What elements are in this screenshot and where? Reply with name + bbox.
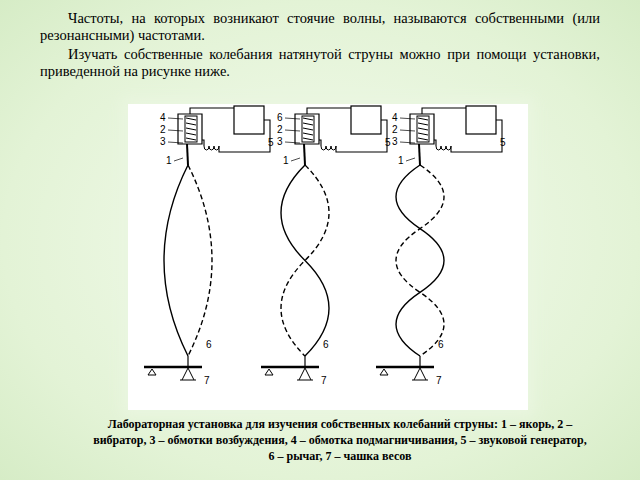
wire — [190, 108, 234, 114]
scale-pan — [180, 368, 196, 380]
lever — [261, 366, 319, 369]
coil-winding — [418, 133, 428, 135]
anchor — [304, 144, 305, 165]
figure-caption: Лабораторная установка для изучения собс… — [92, 416, 588, 464]
callout-number: 1 — [398, 156, 404, 166]
excitation-coil — [321, 146, 326, 150]
string-end — [304, 356, 305, 366]
coil-winding — [303, 138, 313, 140]
callout-number: 7 — [321, 376, 327, 386]
callout-number: 1 — [283, 156, 289, 166]
anchor — [187, 144, 188, 165]
wire — [202, 140, 204, 146]
leader-line — [168, 142, 183, 143]
leader-line — [400, 118, 415, 119]
wire — [307, 108, 351, 114]
callout-number: 7 — [436, 376, 442, 386]
excitation-coil — [446, 146, 451, 150]
string-end — [187, 356, 188, 366]
string-wave — [281, 165, 329, 356]
callout-number: 2 — [392, 125, 398, 135]
callout-number: 5 — [385, 138, 391, 148]
string-wave — [396, 165, 444, 356]
excitation-coil — [209, 146, 214, 150]
anchor — [419, 144, 420, 165]
coil-winding — [303, 133, 313, 135]
leader-line — [406, 158, 415, 161]
string-end — [419, 356, 420, 366]
wire — [451, 120, 502, 152]
magnet-frame — [295, 114, 319, 144]
scale-pan — [297, 368, 313, 380]
callout-number: 2 — [160, 125, 166, 135]
callout-number: 6 — [438, 340, 444, 350]
sound-generator — [351, 106, 381, 134]
callout-number: 1 — [166, 156, 172, 166]
fulcrum — [265, 369, 273, 375]
leader-line — [168, 130, 183, 131]
callout-number: 7 — [204, 376, 210, 386]
wire — [336, 120, 387, 152]
excitation-coil — [214, 146, 219, 150]
lever — [144, 366, 202, 369]
wire — [422, 108, 466, 114]
callout-number: 4 — [160, 113, 166, 123]
leader-line — [174, 158, 183, 161]
coil-winding — [303, 128, 313, 130]
excitation-coil — [436, 146, 441, 150]
magnet-core — [302, 116, 314, 142]
callout-number: 6 — [323, 340, 329, 350]
leader-line — [168, 118, 183, 119]
coil-winding — [186, 128, 196, 130]
sound-generator — [466, 106, 496, 134]
body-paragraph: Частоты, на которых возникают стоячие во… — [40, 10, 600, 44]
callout-number: 5 — [500, 138, 506, 148]
callout-number: 3 — [277, 137, 283, 147]
fulcrum — [380, 369, 388, 375]
body-paragraph: Изучать собственные колебания натянутой … — [40, 46, 600, 80]
string-wave — [164, 165, 188, 356]
scale-pan — [412, 368, 428, 380]
leader-line — [285, 118, 300, 119]
callout-number: 3 — [392, 137, 398, 147]
magnet-frame — [178, 114, 202, 144]
coil-winding — [418, 138, 428, 140]
leader-line — [291, 158, 300, 161]
string-wave — [396, 165, 444, 356]
leader-line — [400, 142, 415, 143]
callout-number: 5 — [268, 138, 274, 148]
coil-winding — [186, 118, 196, 120]
magnet-core — [417, 116, 429, 142]
leader-line — [400, 130, 415, 131]
coil-winding — [186, 133, 196, 135]
callout-number: 6 — [206, 340, 212, 350]
coil-winding — [303, 118, 313, 120]
fulcrum — [148, 369, 156, 375]
coil-winding — [418, 118, 428, 120]
magnet-core — [185, 116, 197, 142]
callout-number: 4 — [392, 113, 398, 123]
wire — [319, 140, 321, 146]
excitation-coil — [441, 146, 446, 150]
callout-number: 2 — [277, 125, 283, 135]
sound-generator — [234, 106, 264, 134]
leader-line — [285, 142, 300, 143]
leader-line — [285, 130, 300, 131]
coil-winding — [186, 138, 196, 140]
string-wave — [188, 165, 212, 356]
callout-number: 3 — [160, 137, 166, 147]
coil-winding — [418, 123, 428, 125]
wire — [434, 140, 436, 146]
magnet-frame — [410, 114, 434, 144]
string-wave — [281, 165, 329, 356]
coil-winding — [418, 128, 428, 130]
callout-number: 6 — [277, 113, 283, 123]
coil-winding — [303, 123, 313, 125]
lever — [376, 366, 434, 369]
excitation-coil — [204, 146, 209, 150]
excitation-coil — [326, 146, 331, 150]
coil-winding — [186, 123, 196, 125]
excitation-coil — [331, 146, 336, 150]
wire — [219, 120, 270, 152]
